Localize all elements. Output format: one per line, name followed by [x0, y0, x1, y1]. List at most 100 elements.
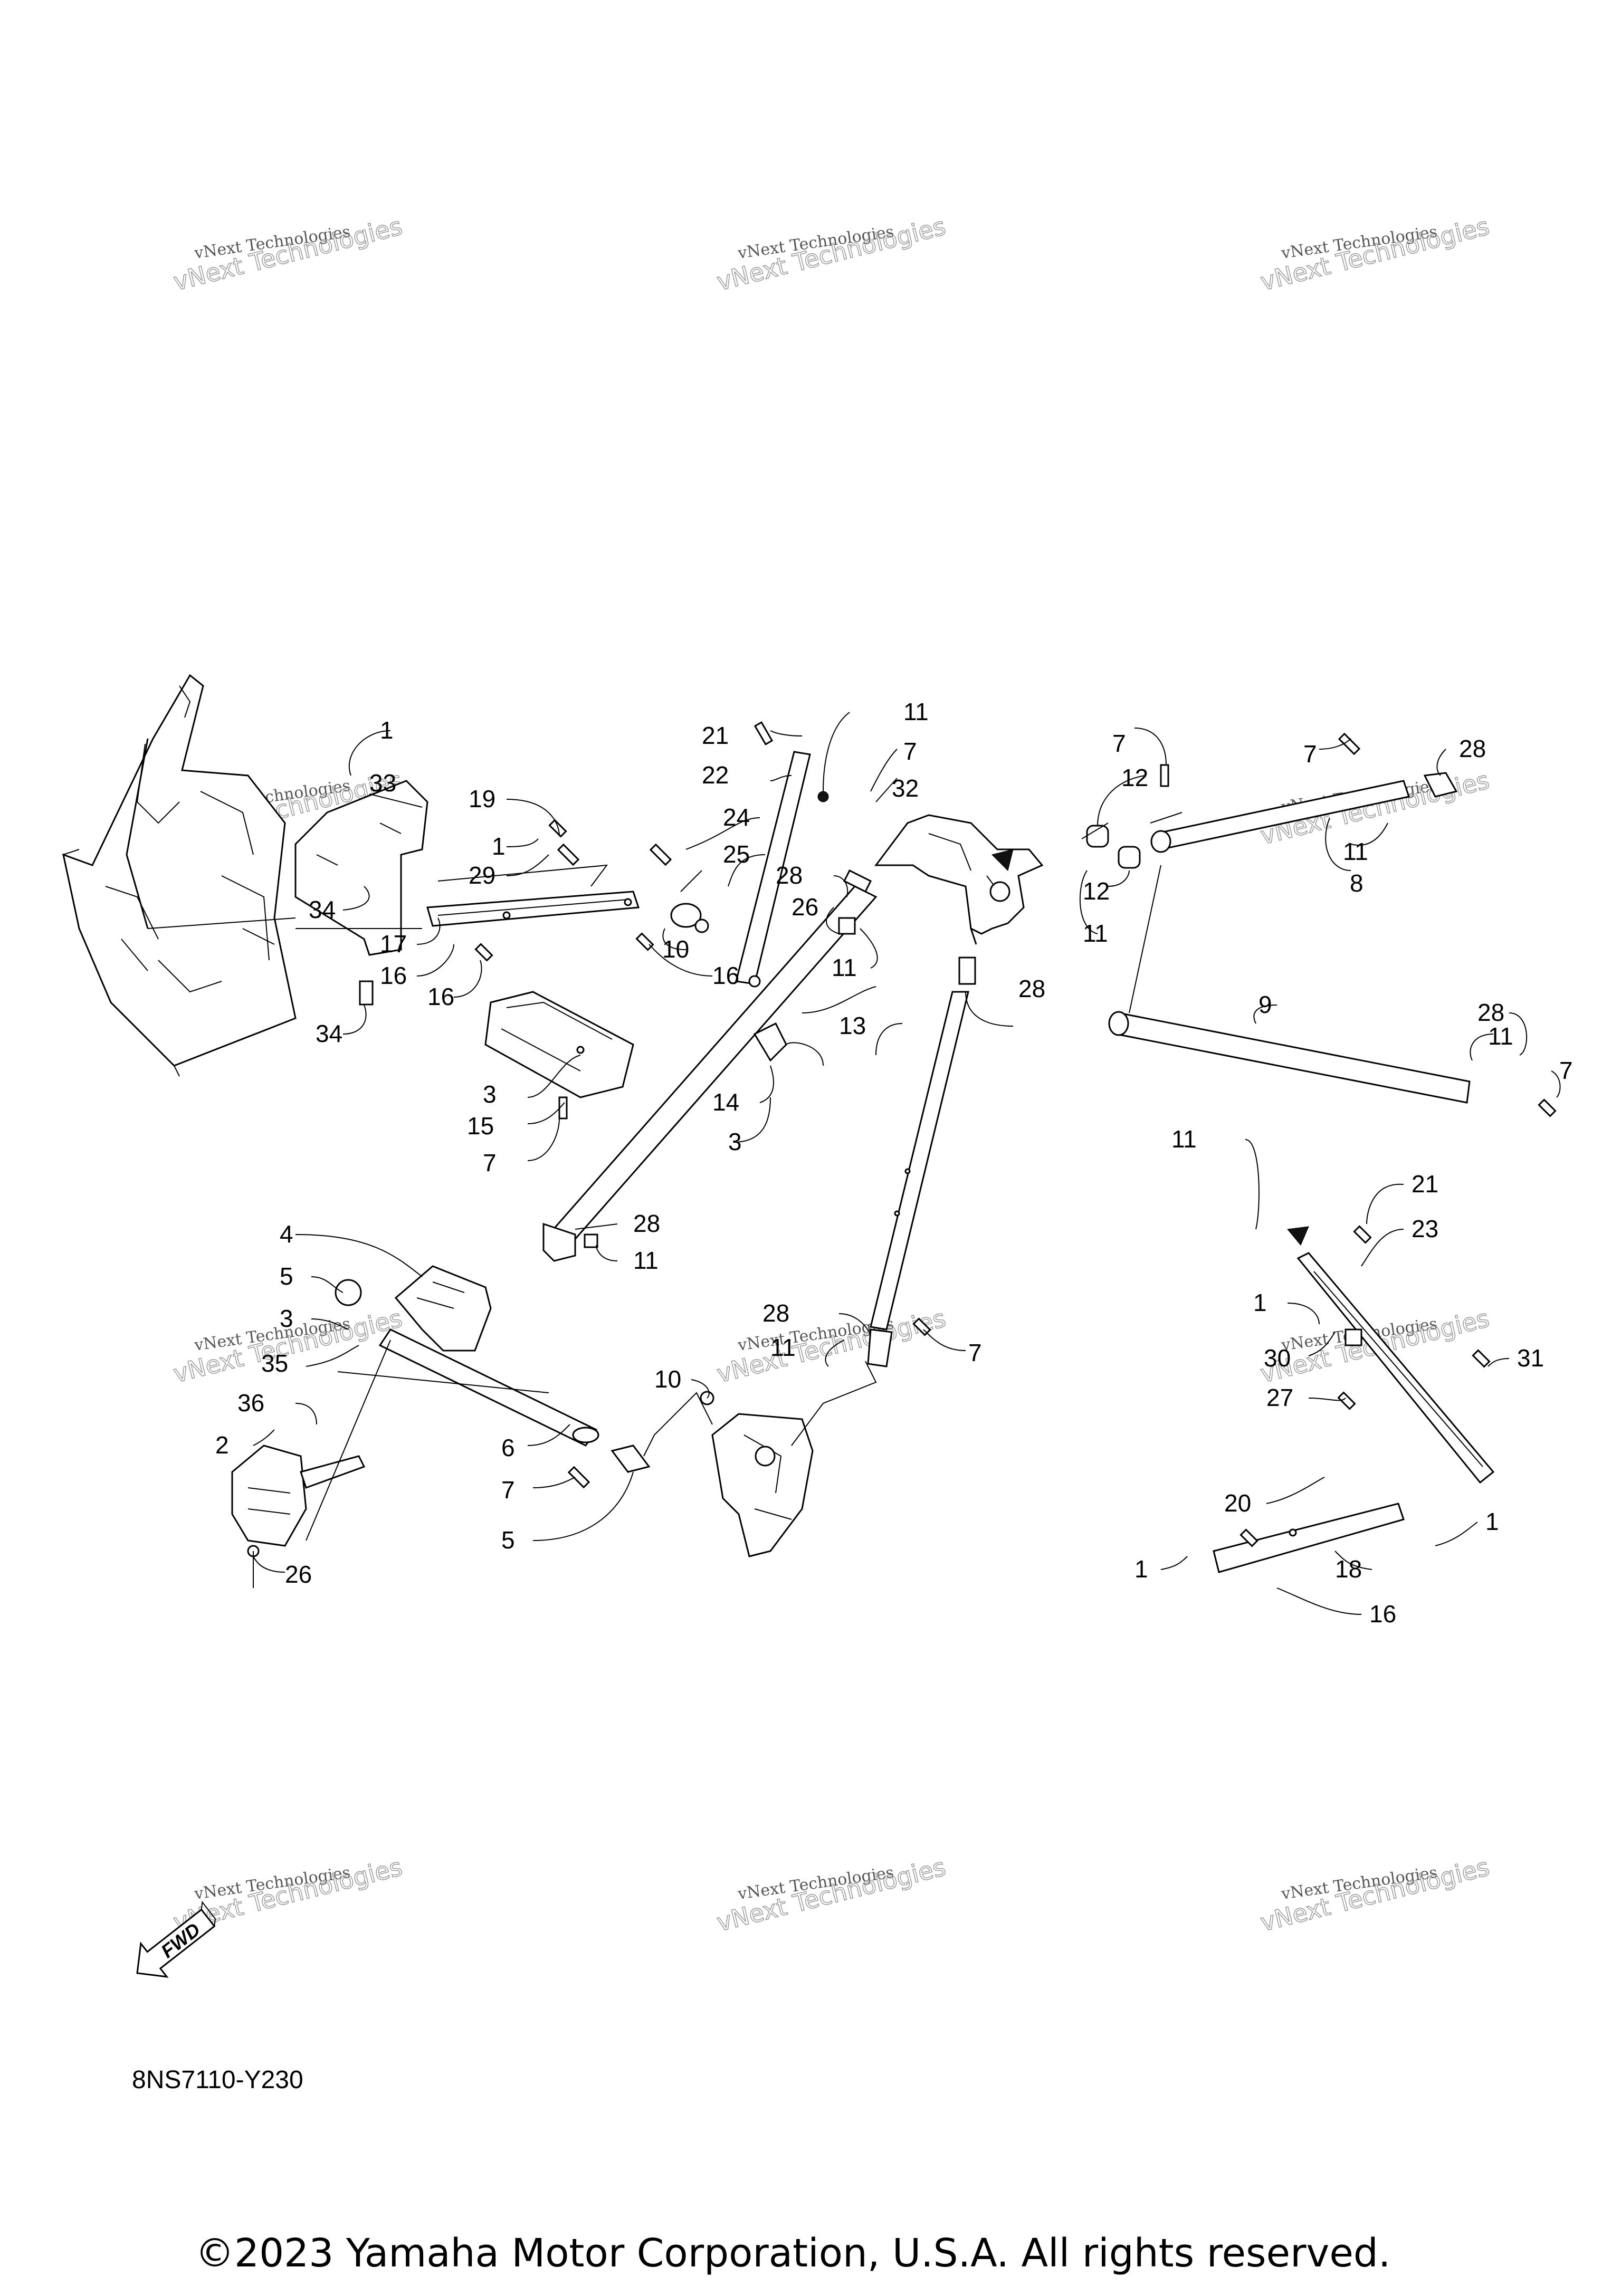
drawing-code: 8NS7110-Y230: [132, 2066, 303, 2094]
callout-label: 29: [469, 862, 495, 889]
callout-label: 21: [702, 722, 729, 749]
callout-label: 2: [215, 1431, 229, 1459]
watermark: vNext Technologies vNext Technologies: [1257, 1852, 1492, 1937]
callout-label: 14: [712, 1088, 739, 1116]
callout-label: 34: [309, 896, 336, 923]
callout-label: 28: [1459, 735, 1486, 762]
callout-label: 11: [1488, 1022, 1513, 1050]
callout-label: 16: [427, 983, 454, 1010]
callout-label: 11: [832, 954, 857, 981]
callout-label: 30: [1264, 1344, 1291, 1372]
callout-label: 26: [792, 893, 818, 921]
callout-label: 11: [903, 698, 929, 725]
watermark: vNext Technologies vNext Technologies: [713, 1304, 949, 1389]
callout-label: 27: [1266, 1384, 1293, 1411]
watermark: vNext Technologies vNext Technologies: [1257, 212, 1492, 296]
callout-label: 33: [369, 769, 396, 797]
watermark: vNext Technologies vNext Technologies: [170, 212, 405, 296]
callout-label: 10: [662, 935, 689, 963]
callout-label: 7: [1303, 740, 1317, 768]
guide-lines: [147, 812, 1183, 1588]
callout-label: 6: [501, 1434, 515, 1461]
callout-label: 16: [712, 962, 739, 989]
callout-label: 16: [1369, 1600, 1396, 1628]
callout-label: 31: [1517, 1344, 1544, 1372]
callout-label: 19: [469, 785, 495, 812]
callout-label: 28: [762, 1299, 789, 1327]
mount-bracket-5: [335, 1279, 651, 1473]
callout-label: 1: [1485, 1508, 1499, 1535]
callout-label: 23: [1412, 1215, 1438, 1242]
tube-vertical: [867, 956, 976, 1367]
callout-label: 20: [1224, 1489, 1251, 1517]
callout-label: 3: [483, 1080, 497, 1108]
column-housing-32: [874, 814, 1044, 945]
callout-label: 28: [1477, 999, 1504, 1026]
callout-label: 24: [723, 803, 750, 831]
callout-label: 3: [728, 1128, 742, 1155]
callout-label: 7: [903, 738, 917, 765]
side-frame-23: [1287, 1226, 1495, 1484]
callout-label: 15: [467, 1112, 494, 1140]
callout-label: 3: [280, 1305, 293, 1332]
callout-label: 28: [1018, 975, 1045, 1002]
callout-label: 22: [702, 761, 729, 789]
bracket-17: [426, 891, 640, 927]
callout-label: 35: [261, 1350, 288, 1377]
callout-label: 11: [770, 1334, 796, 1361]
callout-label: 5: [280, 1262, 293, 1290]
callout-label: 7: [1112, 730, 1126, 757]
callout-label: 12: [1083, 877, 1110, 905]
callout-label: 28: [633, 1210, 660, 1237]
callout-label: 17: [380, 930, 407, 958]
callout-label: 11: [1343, 838, 1368, 865]
copyright-notice: ©2023 Yamaha Motor Corporation, U.S.A. A…: [195, 2231, 1391, 2276]
callout-label: 36: [237, 1389, 264, 1417]
callout-label: 16: [380, 962, 407, 989]
callout-label: 9: [1258, 991, 1272, 1018]
callout-label: 11: [1083, 920, 1108, 947]
parts-layer: FWD: [62, 674, 1557, 1978]
callout-label: 1: [1253, 1289, 1267, 1316]
crossbar-9: [1108, 1011, 1471, 1104]
callout-label: 32: [892, 774, 919, 802]
watermark: vNext Technologies vNext Technologies: [713, 1852, 949, 1937]
callout-label: 1: [492, 833, 506, 860]
upper-bar: [1086, 772, 1458, 869]
bolts: [474, 721, 1557, 1547]
callout-label: 1: [380, 716, 394, 744]
bracket-33: [294, 780, 428, 1006]
steering-motor-2: [231, 1444, 366, 1557]
bracket-4: [378, 1265, 599, 1447]
callout-label: 25: [723, 840, 750, 868]
watermark-layer: vNext Technologies vNext Technologies vN…: [170, 212, 1492, 1937]
callout-label: 7: [968, 1339, 982, 1366]
callout-label: 1: [1134, 1555, 1148, 1583]
watermark: vNext Technologies vNext Technologies: [713, 212, 949, 296]
center-frame-bracket: [700, 1391, 814, 1557]
callout-label: 8: [1350, 869, 1363, 897]
leader-lines: [253, 712, 1561, 1615]
callout-label: 7: [483, 1149, 497, 1176]
callout-label: 34: [316, 1020, 342, 1047]
callout-label: 10: [654, 1365, 681, 1393]
callout-label: 11: [633, 1247, 659, 1274]
stay-22: [735, 751, 829, 988]
tube-13: [542, 869, 878, 1262]
callout-label: 7: [1559, 1057, 1573, 1084]
callout-label: 4: [280, 1220, 293, 1248]
callout-label: 21: [1412, 1170, 1438, 1198]
relay-box-15: [484, 991, 634, 1098]
callout-label: 26: [285, 1561, 312, 1588]
clamp-10: [670, 903, 709, 933]
callout-label: 11: [1171, 1125, 1197, 1153]
callout-label: 5: [501, 1526, 515, 1554]
callout-label: 18: [1335, 1555, 1362, 1583]
callout-label: 28: [776, 862, 803, 889]
callout-label: 13: [839, 1012, 866, 1039]
callout-label: 12: [1121, 764, 1148, 791]
callout-labels: 1 33 34 34 19 1 29 17 16 16 10 16 24 25 …: [215, 698, 1573, 1628]
front-cowl-panel: [62, 674, 297, 1077]
callout-label: 7: [501, 1476, 515, 1504]
